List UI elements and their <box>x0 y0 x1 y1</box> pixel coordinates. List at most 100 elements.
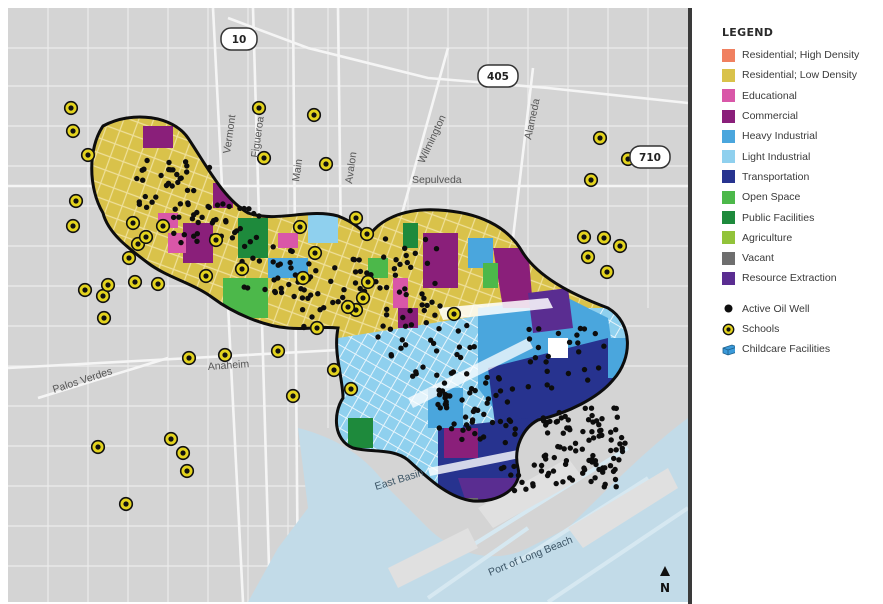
oil-well-dot-icon <box>614 414 620 420</box>
oil-well-dot-icon <box>256 258 263 264</box>
legend-item-agriculture: Agriculture <box>722 228 883 248</box>
oil-well-dot-icon <box>590 435 597 441</box>
svg-text:10: 10 <box>232 34 247 46</box>
oil-well-dot-icon <box>535 344 542 351</box>
street-label-avalon: Avalon <box>343 151 359 184</box>
oil-well-dot-icon <box>459 436 465 443</box>
oil-well-dot-icon <box>250 255 256 261</box>
oil-well-dot-icon <box>608 429 614 435</box>
school-circle-icon <box>343 381 359 397</box>
oil-well-dot-icon <box>251 210 257 217</box>
oil-well-dot-icon <box>335 299 341 305</box>
oil-well-dot-icon <box>439 388 446 394</box>
school-circle-icon <box>355 290 371 306</box>
oil-well-dot-icon <box>341 287 347 293</box>
oil-well-dot-icon <box>191 212 197 218</box>
oil-well-dot-icon <box>462 414 469 420</box>
oil-well-dot-icon <box>408 264 414 270</box>
oil-well-dot-icon <box>223 219 229 225</box>
oil-well-dot-icon <box>540 415 546 421</box>
oil-well-dot-icon <box>466 425 472 432</box>
oil-well-dot-icon <box>153 194 159 200</box>
oil-well-dot-icon <box>433 246 440 252</box>
oil-well-dot-icon <box>596 433 602 439</box>
oil-well-dot-icon <box>608 437 614 443</box>
oil-well-dot-icon <box>377 285 383 291</box>
oil-well-dot-icon <box>511 463 517 470</box>
oil-well-dot-icon <box>574 332 580 338</box>
oil-well-dot-icon <box>582 405 588 411</box>
oil-well-dot-icon <box>226 203 232 210</box>
legend-item-educational: Educational <box>722 86 883 106</box>
oil-well-dot-icon <box>275 275 281 281</box>
school-circle-icon <box>90 439 106 455</box>
oil-well-dot-icon <box>588 478 594 485</box>
oil-well-dot-icon <box>149 199 155 205</box>
school-circle-icon <box>306 107 322 123</box>
oil-well-dot-icon <box>357 285 363 292</box>
map-area[interactable]: Vermont Figueroa Main Avalon Wilmington … <box>8 8 688 602</box>
oil-well-dot-icon <box>581 465 587 471</box>
oil-well-dot-icon <box>467 344 473 351</box>
schools <box>63 100 636 512</box>
oil-well-dot-icon <box>176 214 182 220</box>
legend-item-public-facilities: Public Facilities <box>722 207 883 227</box>
oil-well-dot-icon <box>608 447 614 454</box>
oil-well-dot-icon <box>134 175 140 182</box>
oil-well-dot-icon <box>330 299 336 306</box>
oil-well-dot-icon <box>432 280 438 287</box>
oil-well-dot-icon <box>194 238 200 244</box>
legend-label: Schools <box>742 323 780 335</box>
legend-label: Vacant <box>742 252 774 265</box>
oil-well-dot-icon <box>472 430 478 437</box>
oil-well-dot-icon <box>543 456 549 462</box>
svg-text:N: N <box>660 581 670 595</box>
oil-well-dot-icon <box>508 472 514 478</box>
legend-item-commercial: Commercial <box>722 106 883 126</box>
oil-well-dot-icon <box>136 201 143 207</box>
oil-well-dot-icon <box>444 393 450 399</box>
oil-well-dot-icon <box>288 265 294 271</box>
legend-item-schools: Schools <box>722 319 883 339</box>
school-circle-icon <box>612 238 628 254</box>
oil-well-dot-icon <box>576 349 582 355</box>
oil-well-dot-icon <box>233 228 240 234</box>
oil-well-dot-icon <box>308 292 314 298</box>
oil-well-dot-icon <box>237 205 243 211</box>
oil-well-dot-icon <box>507 418 514 425</box>
oil-well-dot-icon <box>448 426 455 432</box>
school-circle-icon <box>256 150 272 166</box>
oil-well-dot-icon <box>526 336 533 342</box>
oil-well-dot-icon <box>436 425 442 431</box>
oil-well-dot-icon <box>184 163 190 169</box>
oil-well-dot-icon <box>140 177 146 183</box>
oil-well-dot-icon <box>423 320 429 326</box>
legend-label: Residential; High Density <box>742 49 860 62</box>
oil-well-dot-icon <box>229 235 236 241</box>
school-circle-icon <box>155 218 171 234</box>
oil-well-dot-icon <box>421 307 427 314</box>
oil-well-dot-icon <box>424 260 431 266</box>
oil-well-dot-icon <box>618 434 625 441</box>
oil-well-dot-icon <box>595 365 602 371</box>
school-circle-icon <box>326 362 342 378</box>
school-circle-icon <box>118 496 134 512</box>
legend-swatch <box>722 48 735 62</box>
oil-well-dot-icon <box>575 340 581 346</box>
legend-item-transportation: Transportation <box>722 167 883 187</box>
school-circle-icon <box>80 147 96 163</box>
oil-well-dot-icon <box>589 459 595 465</box>
oil-well-dot-icon <box>441 380 448 386</box>
legend-item-childcare-facilities: Childcare Facilities <box>722 339 883 359</box>
oil-well-dot-icon <box>399 337 405 343</box>
school-circle-icon <box>234 261 250 277</box>
oil-well-dot-icon <box>408 322 415 328</box>
oil-well-dot-icon <box>407 308 413 314</box>
oil-well-dot-icon <box>301 287 307 293</box>
oil-well-dot-icon <box>383 284 390 291</box>
oil-well-dot-icon <box>485 396 492 402</box>
oil-well-dot-icon <box>509 386 516 392</box>
oil-well-dot-icon <box>291 293 297 300</box>
highway-shield-710: 710 <box>629 145 671 169</box>
oil-well-dot-icon <box>436 326 442 332</box>
